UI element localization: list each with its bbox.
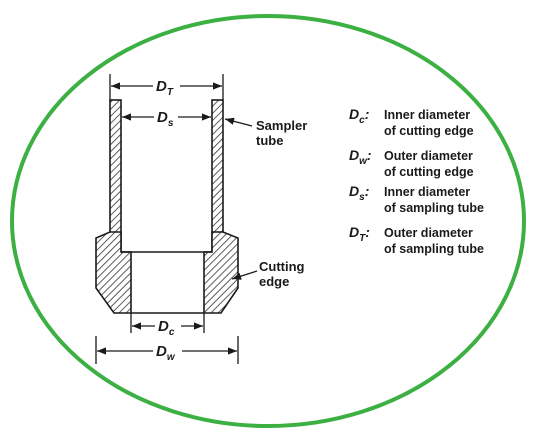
- legend-text-ds-line2: of sampling tube: [384, 201, 484, 215]
- callout-sampler-tube: Sampler tube: [224, 117, 307, 148]
- dim-dc-label: Dc: [158, 318, 175, 338]
- dim-dc: Dc: [130, 313, 205, 338]
- legend-text-dt-line1: Outer diameter: [384, 226, 473, 240]
- dim-dt-label: DT: [156, 78, 174, 98]
- legend-symbol-ds: Ds:: [349, 183, 369, 203]
- legend-text-dw-line1: Outer diameter: [384, 149, 473, 163]
- callout-cutting-edge-leader: [231, 270, 258, 280]
- legend-item-dc: Dc: Inner diameter of cutting edge: [349, 106, 474, 138]
- frame-ellipse: [10, 14, 526, 428]
- legend-text-ds-line1: Inner diameter: [384, 185, 470, 199]
- callout-sampler-tube-line2: tube: [256, 133, 283, 148]
- legend-item-ds: Ds: Inner diameter of sampling tube: [349, 183, 484, 215]
- legend: Dc: Inner diameter of cutting edge Dw: O…: [349, 106, 484, 256]
- dim-dt: DT: [109, 74, 224, 100]
- legend-text-dc-line2: of cutting edge: [384, 124, 474, 138]
- legend-item-dt: DT: Outer diameter of sampling tube: [349, 224, 484, 256]
- legend-text-dt-line2: of sampling tube: [384, 242, 484, 256]
- shoe-section-right: [203, 231, 239, 314]
- cutting-shoe: [95, 231, 239, 314]
- legend-item-dw: Dw: Outer diameter of cutting edge: [349, 147, 474, 179]
- dim-dw-label: Dw: [156, 343, 176, 363]
- callout-cutting-edge-line2: edge: [259, 274, 289, 289]
- dim-ds-label: Ds: [157, 109, 174, 129]
- legend-text-dw-line2: of cutting edge: [384, 165, 474, 179]
- legend-text-dc-line1: Inner diameter: [384, 108, 470, 122]
- callout-cutting-edge-line1: Cutting: [259, 259, 305, 274]
- shoe-section-left: [95, 231, 132, 314]
- dim-ds: Ds: [122, 109, 211, 129]
- legend-symbol-dt: DT:: [349, 224, 370, 244]
- tube-wall-left: [109, 99, 122, 253]
- dim-dw: Dw: [95, 336, 239, 364]
- callout-sampler-tube-leader: [224, 117, 253, 127]
- legend-symbol-dw: Dw:: [349, 147, 372, 167]
- legend-symbol-dc: Dc:: [349, 106, 369, 126]
- callout-sampler-tube-line1: Sampler: [256, 118, 307, 133]
- tube-wall-right: [211, 99, 224, 253]
- callout-cutting-edge: Cutting edge: [231, 259, 305, 289]
